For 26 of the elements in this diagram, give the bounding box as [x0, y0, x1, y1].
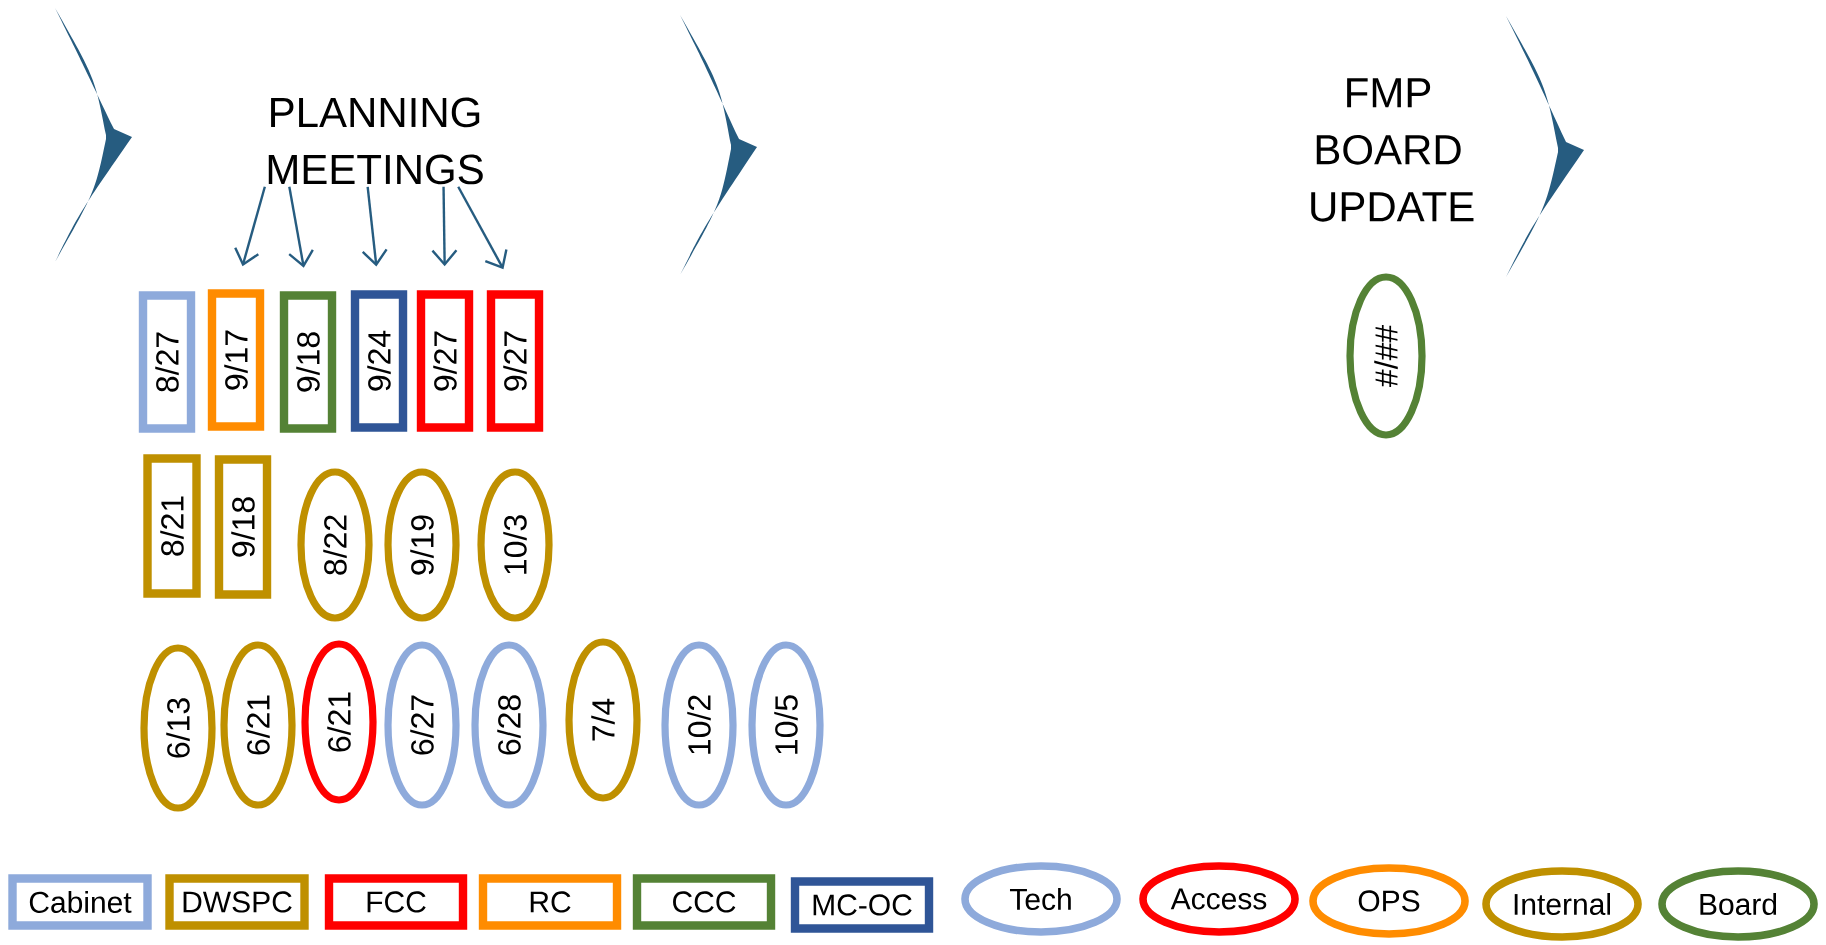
legend-item: Cabinet — [8, 874, 152, 930]
arrow — [288, 186, 314, 268]
legend-item: Tech — [961, 862, 1121, 936]
legend-item: DWSPC — [165, 874, 309, 930]
heading-text: FMP BOARD UPDATE — [1311, 78, 1474, 222]
date-box: 9/27 — [486, 290, 544, 432]
date-box: 9/17 — [207, 289, 265, 431]
legend-item: CCC — [632, 874, 776, 930]
date-box: 9/18 — [214, 455, 272, 599]
arrow — [361, 186, 388, 267]
heading-text: PLANNING MEETINGS — [268, 97, 483, 185]
legend-item: Internal — [1482, 867, 1642, 941]
legend-item: FCC — [324, 874, 468, 930]
date-box: 8/21 — [143, 454, 201, 598]
legend-item: Access — [1139, 862, 1299, 936]
legend-item: Board — [1658, 867, 1818, 941]
legend-item: OPS — [1309, 864, 1469, 938]
arrow — [234, 186, 266, 267]
date-box: 9/18 — [279, 291, 337, 433]
legend-item: RC — [478, 874, 622, 930]
arrow — [457, 186, 508, 270]
date-box: 9/24 — [350, 290, 408, 432]
arrow — [431, 186, 458, 267]
date-box: 9/27 — [416, 290, 474, 432]
date-box: 8/27 — [138, 291, 196, 433]
legend-item: MC-OC — [790, 877, 934, 933]
